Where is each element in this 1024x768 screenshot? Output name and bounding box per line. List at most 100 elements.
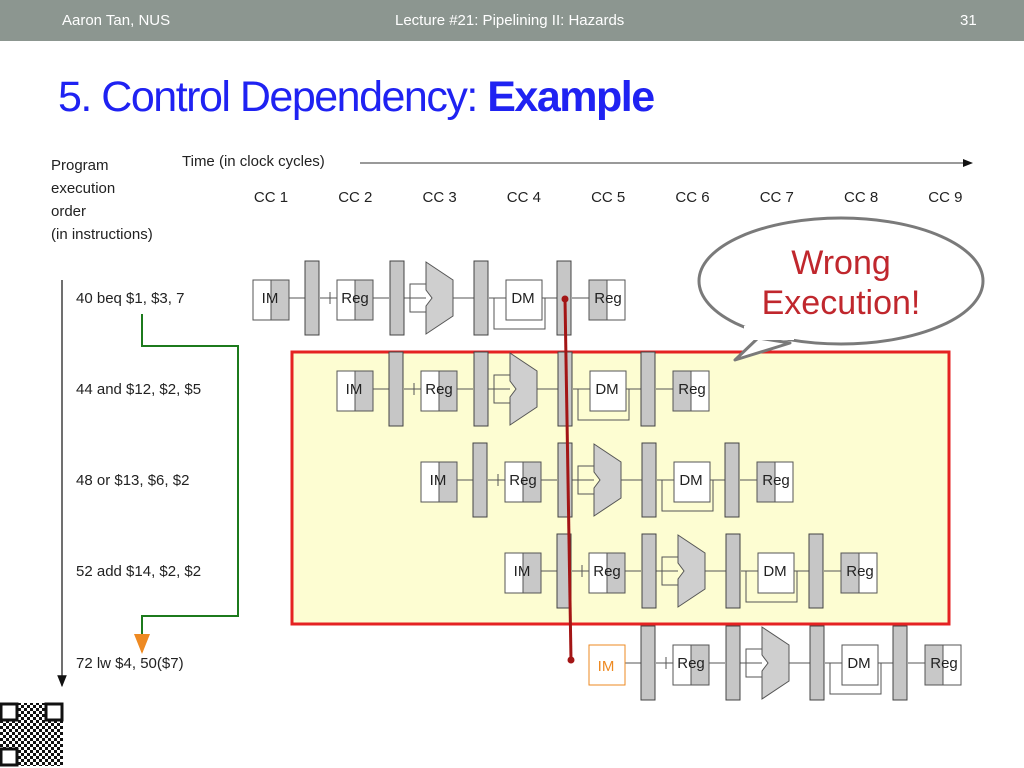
alu-input-wire bbox=[493, 389, 510, 404]
reg-write-stage-label: Reg bbox=[930, 655, 958, 672]
reg-write-stage-label: Reg bbox=[762, 472, 790, 489]
pipeline-register bbox=[892, 625, 908, 701]
program-order-label-4: (in instructions) bbox=[51, 226, 153, 243]
dm-stage bbox=[505, 279, 543, 321]
instruction-label: 72 lw $4, 50($7) bbox=[76, 655, 184, 672]
alu-stage bbox=[677, 534, 706, 608]
qr-code bbox=[0, 702, 64, 767]
alu-input-wire bbox=[577, 480, 594, 495]
pipeline-register bbox=[724, 442, 740, 518]
dm-stage bbox=[673, 461, 711, 503]
im-stage-label: IM bbox=[262, 290, 279, 307]
dm-stage-label: DM bbox=[847, 655, 870, 672]
memory-bypass-wire bbox=[741, 570, 798, 603]
reg-write-stage-shade bbox=[588, 279, 608, 321]
cc-label: CC 4 bbox=[507, 189, 541, 206]
reg-read-stage-label: Reg bbox=[509, 472, 537, 489]
time-axis-label: Time (in clock cycles) bbox=[182, 153, 325, 170]
branch-resolve-line bbox=[563, 298, 573, 661]
header-author: Aaron Tan, NUS bbox=[62, 12, 171, 29]
cc-label: CC 1 bbox=[254, 189, 288, 206]
memory-bypass-wire bbox=[825, 662, 882, 695]
im-stage-shade bbox=[354, 370, 374, 412]
pipeline-register bbox=[472, 442, 488, 518]
slide-title-bold: Example bbox=[487, 73, 655, 121]
program-order-label-1: Program bbox=[51, 157, 109, 174]
reg-read-stage-shade bbox=[438, 370, 458, 412]
branch-resolve-start-dot bbox=[561, 295, 569, 303]
callout-bubble bbox=[697, 216, 985, 346]
pipeline-register bbox=[473, 351, 489, 427]
reg-read-stage-label: Reg bbox=[677, 655, 705, 672]
alu-stage bbox=[425, 261, 454, 335]
pipeline-register bbox=[389, 260, 405, 336]
instruction-label: 44 and $12, $2, $5 bbox=[76, 381, 201, 398]
program-order-label-2: execution bbox=[51, 180, 116, 197]
alu-input-wire bbox=[740, 648, 762, 664]
pipeline-register bbox=[640, 351, 656, 427]
slide-title: 5. Control Dependency: Example bbox=[58, 72, 655, 122]
reg-read-stage-label: Reg bbox=[341, 290, 369, 307]
dm-stage-label: DM bbox=[679, 472, 702, 489]
cc-label: CC 7 bbox=[760, 189, 794, 206]
cc-label: CC 8 bbox=[844, 189, 878, 206]
alu-stage bbox=[593, 443, 622, 517]
cc-label: CC 3 bbox=[423, 189, 457, 206]
reg-read-stage-label: Reg bbox=[593, 563, 621, 580]
alu-input-wire bbox=[745, 663, 762, 678]
reg-write-stage-shade bbox=[840, 552, 860, 594]
im-stage-label: IM bbox=[598, 658, 615, 675]
alu-input-wire bbox=[409, 298, 426, 313]
alu-input-wire bbox=[572, 465, 594, 481]
memory-bypass-wire bbox=[573, 388, 630, 421]
slide-title-plain: 5. Control Dependency: bbox=[58, 73, 488, 121]
reg-write-stage-shade bbox=[756, 461, 776, 503]
im-stage-label: IM bbox=[514, 563, 531, 580]
program-order-label-3: order bbox=[51, 203, 87, 220]
reg-read-stage-shade bbox=[354, 279, 374, 321]
cc-label: CC 2 bbox=[338, 189, 372, 206]
callout-tail bbox=[733, 336, 792, 362]
branch-target-arrow bbox=[141, 314, 239, 646]
pipeline-register bbox=[473, 260, 489, 336]
alu-input-wire bbox=[661, 571, 678, 586]
im-stage-label: IM bbox=[346, 381, 363, 398]
alu-stage bbox=[509, 352, 538, 426]
callout-line-1: Wrong bbox=[791, 244, 891, 282]
pipeline-register bbox=[388, 351, 404, 427]
branch-resolve-end-dot bbox=[567, 656, 575, 664]
dm-stage-label: DM bbox=[595, 381, 618, 398]
im-stage-shade bbox=[270, 279, 290, 321]
cc-label: CC 6 bbox=[675, 189, 709, 206]
reg-read-stage-shade bbox=[690, 644, 710, 686]
reg-read-stage-label: Reg bbox=[425, 381, 453, 398]
im-stage-label: IM bbox=[430, 472, 447, 489]
dm-stage bbox=[757, 552, 795, 594]
qr-finder-top-right bbox=[44, 702, 64, 722]
alu-input-wire bbox=[488, 374, 510, 390]
im-stage-shade bbox=[438, 461, 458, 503]
im-stage-shade bbox=[522, 552, 542, 594]
wrong-execution-callout: Wrong Execution! bbox=[697, 216, 985, 362]
pipeline-register bbox=[725, 533, 741, 609]
header-page-number: 31 bbox=[960, 12, 977, 29]
alu-input-wire bbox=[656, 556, 678, 572]
reg-write-stage-label: Reg bbox=[846, 563, 874, 580]
pipeline-row: 72 lw $4, 50($7) IM Reg DM Reg bbox=[76, 625, 962, 701]
pipeline-register bbox=[725, 625, 741, 701]
dm-stage-label: DM bbox=[511, 290, 534, 307]
memory-bypass-wire bbox=[489, 297, 546, 330]
pipeline-register bbox=[809, 625, 825, 701]
cc-label: CC 5 bbox=[591, 189, 625, 206]
qr-finder-top-left bbox=[0, 702, 19, 722]
reg-write-stage-shade bbox=[924, 644, 944, 686]
callout-line-2: Execution! bbox=[762, 284, 921, 322]
pipeline-register bbox=[640, 625, 656, 701]
header-lecture-title: Lecture #21: Pipelining II: Hazards bbox=[395, 12, 625, 29]
reg-read-stage-shade bbox=[606, 552, 626, 594]
